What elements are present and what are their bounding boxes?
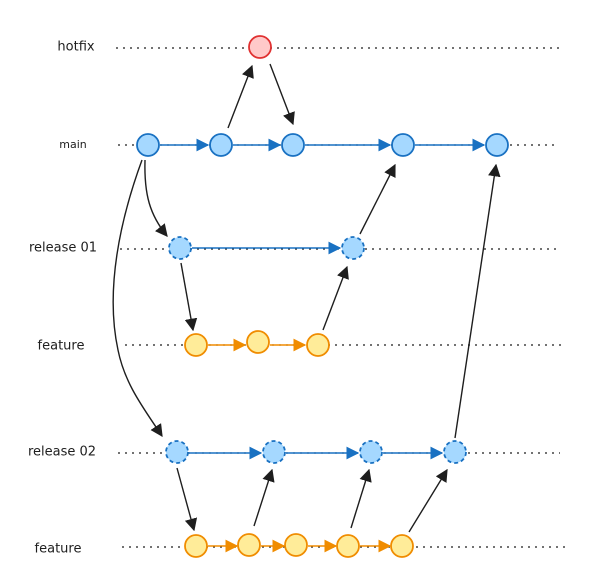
- commit-feature-1-1[interactable]: [184, 333, 208, 357]
- commit-release-01-2[interactable]: [341, 236, 365, 260]
- commit-main-3[interactable]: [281, 133, 305, 157]
- commit-feature-2-2[interactable]: [237, 533, 261, 557]
- commit-main-1[interactable]: [136, 133, 160, 157]
- branch-label-release-01: release 01: [29, 241, 97, 256]
- branch-label-main: main: [59, 138, 87, 151]
- commit-release-02-3[interactable]: [359, 440, 383, 464]
- commit-main-4[interactable]: [391, 133, 415, 157]
- branch-label-feature-2: feature: [35, 542, 82, 557]
- commit-release-02-1[interactable]: [165, 440, 189, 464]
- commit-feature-1-2[interactable]: [246, 330, 270, 354]
- commit-main-5[interactable]: [485, 133, 509, 157]
- commit-feature-2-1[interactable]: [184, 534, 208, 558]
- commit-hotfix[interactable]: [248, 35, 272, 59]
- merge-arrows: [112, 63, 501, 533]
- commit-feature-2-4[interactable]: [336, 534, 360, 558]
- commit-feature-2-5[interactable]: [390, 534, 414, 558]
- commit-main-2[interactable]: [209, 133, 233, 157]
- branch-label-release-02: release 02: [28, 445, 96, 460]
- commit-release-02-4[interactable]: [443, 440, 467, 464]
- commit-release-02-2[interactable]: [262, 440, 286, 464]
- branch-label-feature-1: feature: [38, 339, 85, 354]
- branch-label-hotfix: hotfix: [57, 40, 94, 55]
- commit-feature-1-3[interactable]: [306, 333, 330, 357]
- commit-release-01-1[interactable]: [168, 236, 192, 260]
- commit-feature-2-3[interactable]: [284, 533, 308, 557]
